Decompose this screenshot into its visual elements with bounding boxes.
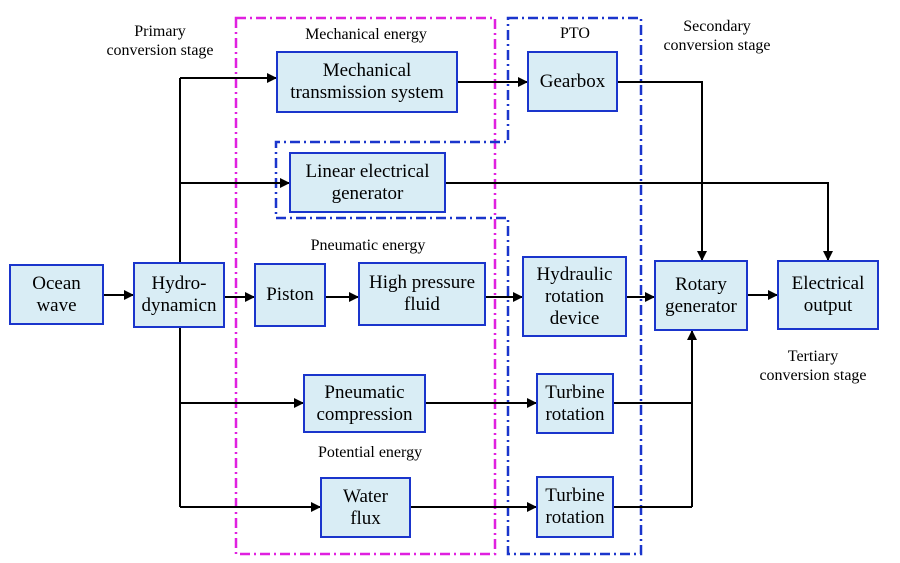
hydrodynamic-text: Hydro- dynamicn (141, 273, 217, 316)
piston-box: Piston (254, 263, 326, 327)
gearbox-box: Gearbox (527, 51, 618, 112)
high-pressure-fluid-text: High pressure fluid (368, 272, 476, 315)
pto-region-boundary (274, 16, 643, 556)
turbine-rotation-2-text: Turbine rotation (545, 485, 605, 528)
turbine-rotation-1-text: Turbine rotation (545, 381, 605, 425)
water-flux-box: Water flux (320, 477, 411, 538)
pneumatic-compression-box: Pneumatic compression (303, 374, 426, 433)
electrical-output-text: Electrical output (791, 273, 865, 316)
water-flux-text: Water flux (343, 485, 388, 529)
ocean-wave-box: Ocean wave (9, 264, 104, 325)
potential-energy-label: Potential energy (317, 444, 423, 461)
pneumatic-energy-label: Pneumatic energy (310, 237, 426, 254)
ocean-wave-text: Ocean wave (32, 272, 81, 316)
hydraulic-rotation-text: Hydraulic rotation device (536, 263, 613, 329)
high-pressure-fluid-box: High pressure fluid (358, 262, 486, 326)
linear-generator-box: Linear electrical generator (289, 152, 446, 213)
primary-stage-label: Primary conversion stage (106, 23, 214, 59)
rotary-generator-text: Rotary generator (665, 273, 737, 317)
piston-text: Piston (266, 284, 314, 305)
rotary-generator-box: Rotary generator (654, 260, 748, 331)
arrow-linear-to-elec (446, 182, 833, 261)
mech-transmission-box: Mechanical transmission system (276, 51, 458, 113)
arrow-gearbox-to-rotary (618, 81, 707, 261)
mechanical-energy-label: Mechanical energy (305, 26, 427, 43)
pto-label: PTO (560, 25, 590, 42)
turbine-rotation-1-box: Turbine rotation (536, 373, 614, 434)
hydraulic-rotation-box: Hydraulic rotation device (522, 256, 627, 337)
tertiary-stage-label: Tertiary conversion stage (759, 348, 867, 384)
hydrodynamic-box: Hydro- dynamicn (133, 262, 225, 328)
linear-generator-text: Linear electrical generator (305, 160, 430, 204)
secondary-stage-label: Secondary conversion stage (663, 18, 771, 54)
gearbox-text: Gearbox (539, 70, 606, 92)
turbine-rotation-2-box: Turbine rotation (536, 476, 614, 538)
energy-region-boundary (234, 16, 497, 556)
electrical-output-box: Electrical output (777, 260, 879, 330)
pneumatic-compression-text: Pneumatic compression (316, 381, 413, 425)
mech-transmission-text: Mechanical transmission system (290, 60, 444, 103)
